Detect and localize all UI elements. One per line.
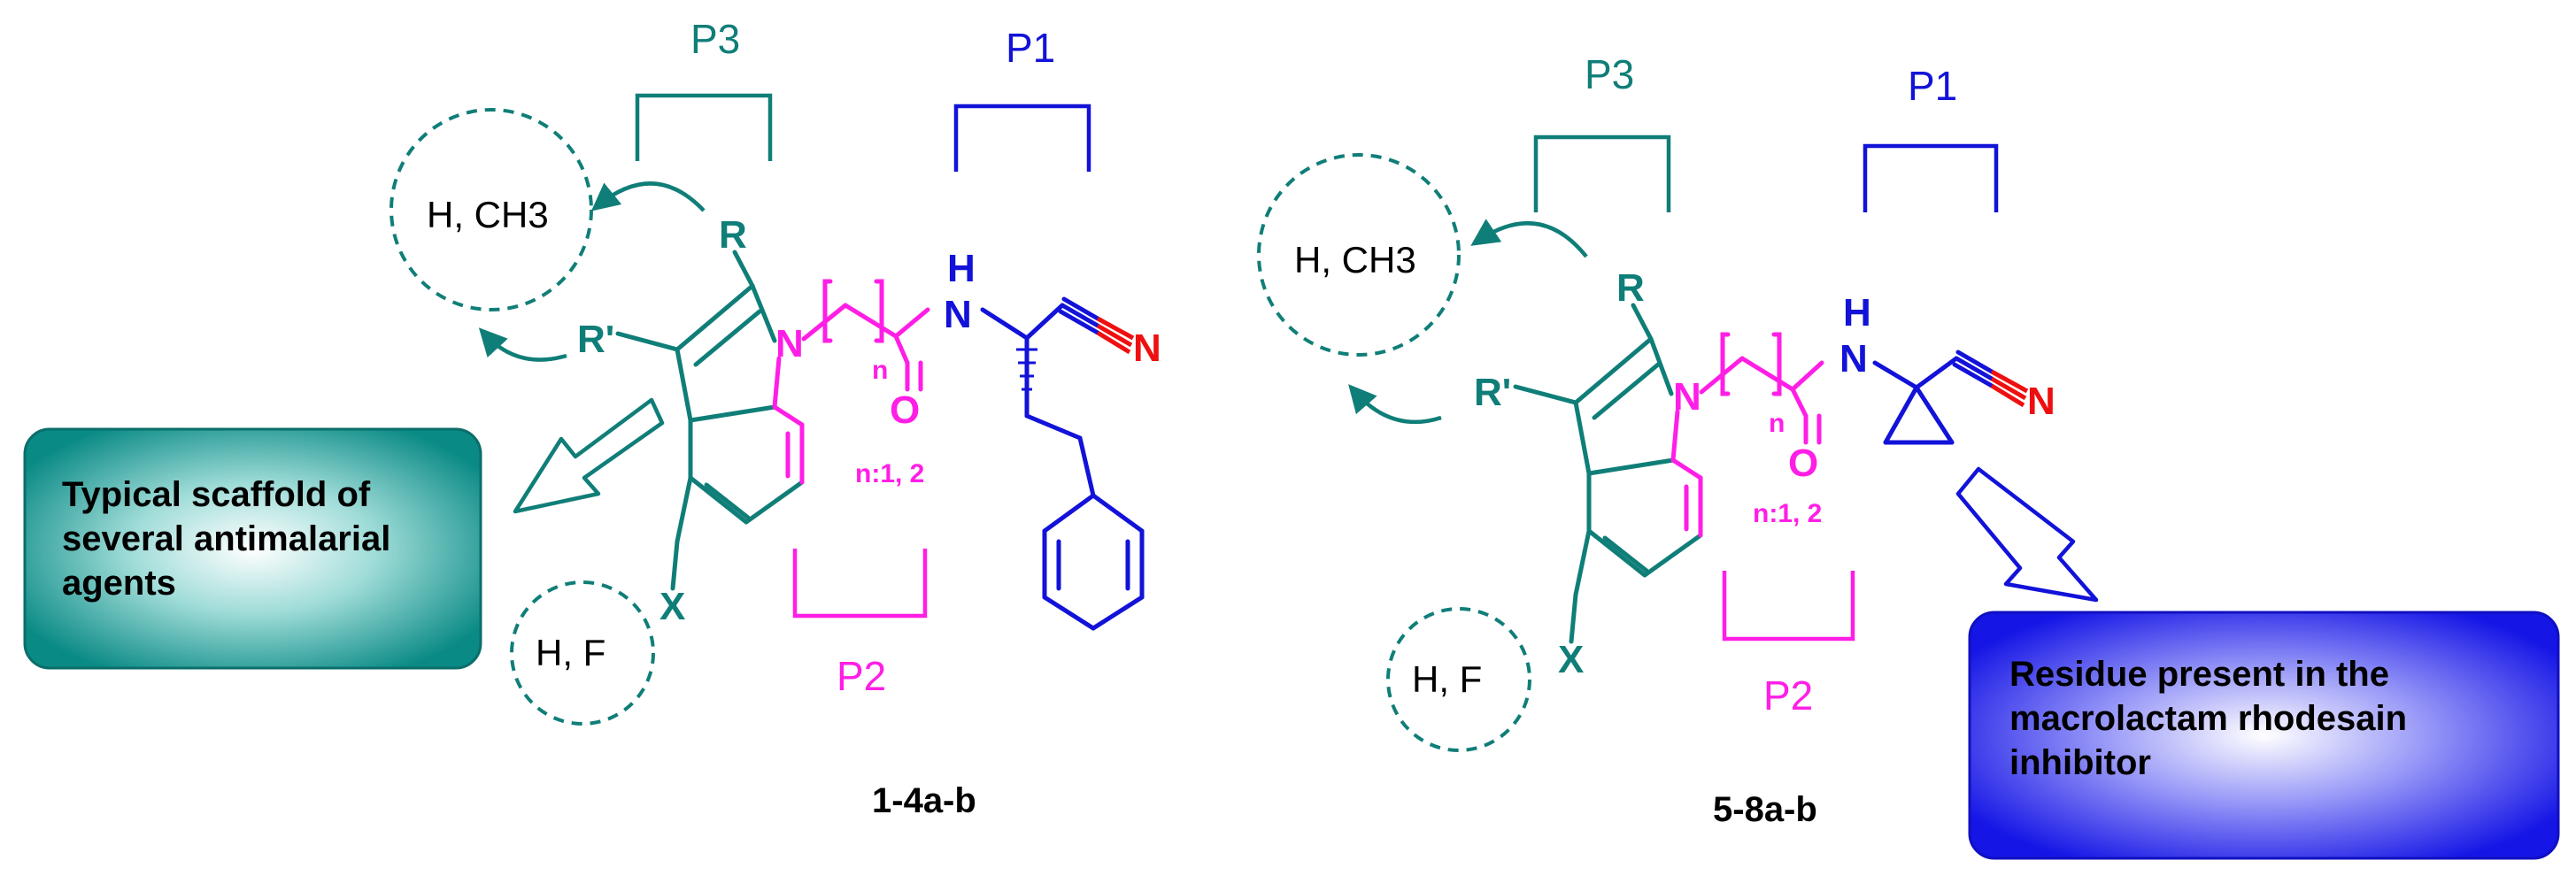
right-callout-line1: Residue present in the [2009,655,2389,694]
right-linker-chain [1699,332,1824,445]
left-atom-n-indole: N [775,322,804,365]
left-curved-arrow-upper [590,181,706,212]
left-callout: Typical scaffold of several antimalarial… [23,427,482,670]
right-indole-core [1513,303,1703,644]
right-atom-h: H [1843,291,1871,334]
left-atom-r-prime: R' [577,318,614,361]
left-repeat-range: n:1, 2 [855,459,924,488]
left-stereo-hash [1016,348,1037,391]
right-callout-line3: inhibitor [2009,743,2151,782]
right-curved-arrow-upper [1470,219,1588,258]
left-atom-h: H [947,247,976,290]
left-linker-chain [801,279,930,392]
left-compound-id: 1-4a-b [872,781,976,820]
left-atom-x: X [659,585,685,628]
right-p3-region: P3 [1533,51,1671,212]
left-halogen-circle: H, F [510,580,655,726]
right-indole-pink-ring [1670,409,1703,538]
left-molecule: P3 P1 P2 H, CH3 H, F [389,16,1161,820]
right-atom-r: R [1616,266,1645,310]
right-p3-label: P3 [1585,51,1634,97]
right-curved-arrow-lower [1348,384,1442,425]
left-indole-pink-ring [772,356,805,485]
left-callout-line3: agents [62,564,176,603]
right-p2-label: P2 [1763,672,1813,718]
right-p1-residue [1872,350,1994,445]
left-curved-arrow-lower [478,327,567,362]
right-molecule: P3 P1 P2 H, CH3 H, F [1257,51,2055,829]
right-atom-o: O [1788,442,1818,485]
right-p1-label: P1 [1908,63,1957,109]
right-atom-x: X [1558,638,1584,681]
left-halogen-text: H, F [536,632,605,673]
left-atom-n-repeat: n [872,356,888,385]
right-halogen-circle: H, F [1386,607,1531,752]
left-atom-o: O [890,388,920,432]
right-methyl-text: H, CH3 [1294,239,1416,280]
right-halogen-text: H, F [1412,658,1482,700]
left-methyl-circle: H, CH3 [389,108,593,311]
right-compound-id: 5-8a-b [1713,790,1817,829]
left-p2-region: P2 [792,549,928,699]
left-block-arrow [513,397,665,514]
left-p1-label: P1 [1006,25,1055,71]
right-callout-line2: macrolactam rhodesain [2009,699,2407,738]
left-p1-residue [980,296,1145,631]
left-p3-region: P3 [635,16,773,161]
right-atom-r-prime: R' [1474,371,1511,414]
left-callout-line1: Typical scaffold of [62,475,371,514]
right-methyl-circle: H, CH3 [1257,153,1461,357]
right-callout: Residue present in the macrolactam rhode… [1968,611,2560,860]
right-p2-region: P2 [1722,571,1855,718]
left-methyl-text: H, CH3 [427,194,549,235]
right-p1-region: P1 [1863,63,1999,212]
left-nitrile-red [1096,316,1135,355]
left-atom-n-amide: N [944,293,972,336]
right-atom-n-repeat: n [1769,409,1785,438]
left-p3-label: P3 [690,16,740,62]
right-atom-n-nitrile: N [2027,380,2055,423]
left-callout-line2: several antimalarial [62,519,390,558]
left-p2-label: P2 [837,653,886,699]
right-repeat-range: n:1, 2 [1753,499,1822,528]
left-atom-n-nitrile: N [1133,327,1161,370]
right-nitrile-red [1990,369,2029,408]
right-atom-n-amide: N [1839,337,1868,380]
left-p1-region: P1 [953,25,1091,172]
left-atom-r: R [719,213,747,257]
left-indole-core [615,250,805,591]
right-block-arrow [1955,466,2099,603]
right-atom-n-indole: N [1673,375,1701,419]
